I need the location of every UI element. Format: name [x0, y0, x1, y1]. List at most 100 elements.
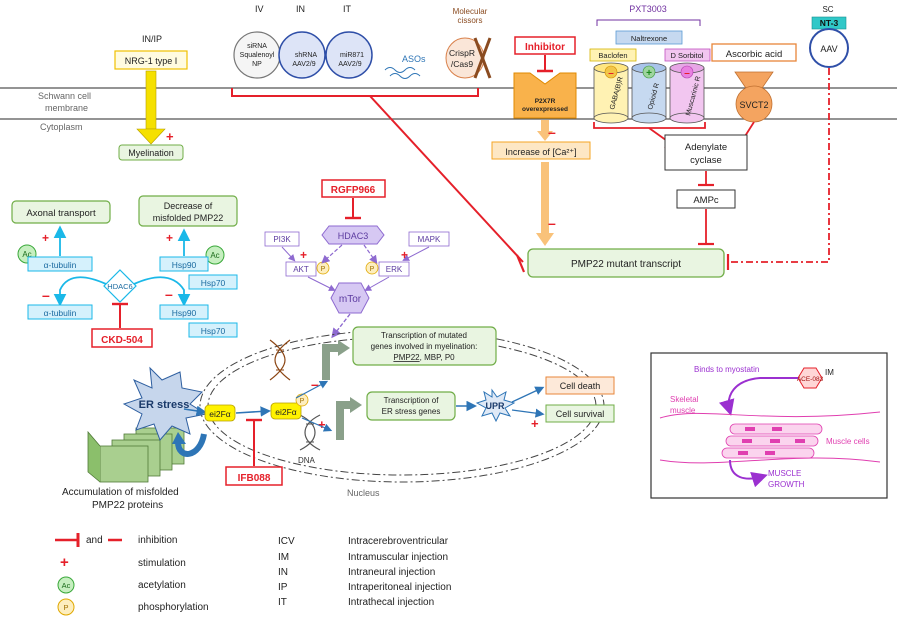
- ampc-box: [676, 189, 736, 209]
- hsp70-bottom-box: [188, 322, 238, 338]
- abbr-0-code: ICV: [278, 536, 295, 547]
- abbr-1-full: Intramuscular injection: [348, 552, 448, 563]
- hsp70-top-box: [188, 274, 238, 290]
- abbr-4-code: IT: [278, 597, 287, 608]
- in-circle: [278, 31, 326, 79]
- muscarinic-minus: –: [684, 68, 690, 79]
- membrane-label-mid: membrane: [45, 103, 88, 113]
- svct2-label: SVCT2: [739, 100, 768, 110]
- mtor-label: mTor: [339, 294, 362, 305]
- hsp90-acetyl-label: Ac: [210, 251, 219, 260]
- delivery-inhibit-bar: [515, 254, 526, 273]
- mapk-box: [408, 231, 450, 247]
- calcium-label: Increase of [Ca²⁺]: [505, 147, 576, 157]
- mtor-hexagon: [330, 282, 370, 314]
- hsp90-bottom-label: Hsp90: [172, 308, 197, 318]
- nrg-box: [114, 50, 188, 70]
- opioid-plus: +: [646, 68, 652, 79]
- hdac3-box: [321, 225, 385, 245]
- crispr-l1: CrispR: [449, 48, 475, 58]
- akt-box: [285, 261, 317, 277]
- hdac3-group: RGFP966 HDAC3 PI3K MAPK AKT ERK P P + + …: [264, 179, 450, 339]
- legend-acetyl-ac: Ac: [62, 581, 71, 590]
- transcription-top-minus: –: [311, 376, 319, 392]
- it-l1: miR871: [340, 52, 364, 59]
- accum-l2: PMP22 proteins: [92, 500, 163, 511]
- aav-route: SC: [822, 5, 833, 14]
- delivery-group: IV siRNA Squalenoyl NP IN shRNA AAV2/9 I…: [231, 4, 492, 97]
- axonal-box: [11, 200, 111, 224]
- abbr-2-code: IN: [278, 567, 288, 578]
- nrg-label: NRG-1 type I: [125, 56, 178, 66]
- pi3k-label: PI3K: [273, 235, 291, 244]
- aav-label: AAV: [820, 44, 837, 54]
- growth-l2: GROWTH: [768, 480, 805, 489]
- tubulin-bottom-box: [27, 304, 93, 320]
- scissors-l1: Molecular: [453, 7, 488, 16]
- misfolded-l2: misfolded PMP22: [153, 213, 224, 223]
- naltrexone-label: Naltrexone: [631, 34, 667, 43]
- hdac6-label: HDAC6: [107, 282, 132, 291]
- legend-and: and: [86, 535, 103, 546]
- nrg-plus: +: [166, 129, 174, 144]
- p2x7r-l1: P2X7R: [535, 98, 556, 105]
- akt-phospho-p: P: [321, 266, 326, 273]
- pmp22-transcript-label: PMP22 mutant transcript: [571, 259, 681, 270]
- myelination-label: Myelination: [128, 148, 174, 158]
- adenylate-group: Adenylate cyclase AMPc: [664, 134, 748, 246]
- abbr-2-full: Intraneural injection: [348, 567, 435, 578]
- hsp90-top-box: [159, 256, 209, 272]
- abbr-3-full: Intraperitoneal injection: [348, 582, 451, 593]
- hsp-minus: –: [165, 286, 173, 302]
- baclofen-box: [589, 48, 637, 62]
- rgfp-label: RGFP966: [331, 185, 376, 196]
- accum-l1: Accumulation of misfolded: [62, 487, 179, 498]
- akt-label: AKT: [293, 265, 309, 274]
- delivery-inhibit-line: [369, 95, 524, 263]
- naltrexone-box: [615, 30, 683, 45]
- aav-inhibit-line: [728, 68, 830, 263]
- in-l2: AAV2/9: [292, 61, 315, 68]
- baclofen-label: Baclofen: [598, 51, 627, 60]
- aso-strand-icon: [384, 67, 416, 73]
- ace-label: ACE-083: [797, 376, 824, 383]
- sorbitol-box: [664, 48, 711, 62]
- transcription-myelin-l3: PMP22, MBP, P0: [393, 353, 455, 362]
- tubulin-acetyl-label: Ac: [22, 250, 31, 259]
- hdac6-group: Axonal transport Decrease of misfolded P…: [11, 195, 238, 348]
- ei2fa-right-box: [270, 402, 302, 420]
- it-l2: AAV2/9: [338, 61, 361, 68]
- legend-phospho-badge: [57, 598, 75, 616]
- hsp90-top-label: Hsp90: [172, 260, 197, 270]
- pmp22-transcript-box: [527, 248, 725, 278]
- aav-group: SC NT-3 AAV: [726, 5, 849, 270]
- muscle-cells-label: Muscle cells: [826, 437, 870, 446]
- ace-binding-arrow: [718, 377, 798, 416]
- transcription-bottom-plus: +: [318, 417, 326, 432]
- transcription-myelin-l2: genes involved in myelination:: [371, 342, 478, 351]
- akt-plus: +: [300, 248, 307, 262]
- tubulin-bottom-label: α-tubulin: [44, 308, 77, 318]
- tubulin-top-box: [27, 256, 93, 272]
- growth-arrow: [729, 459, 768, 488]
- inhibitor-box: [514, 36, 576, 55]
- aso-strand-icon: [389, 73, 421, 79]
- p2x7r-minus: –: [548, 124, 556, 140]
- pxt3003-group: PXT3003 Naltrexone Baclofen D Sorbitol –…: [589, 4, 711, 149]
- dna-top-icon: [269, 339, 291, 381]
- scissors-icon: [473, 37, 492, 79]
- hdac3-label: HDAC3: [338, 231, 369, 241]
- dna-label: DNA: [298, 456, 316, 465]
- muscle-fiber-icon: [721, 423, 823, 459]
- cell-survival-box: [545, 404, 615, 423]
- pi3k-box: [264, 231, 300, 247]
- abbr-4-full: Intrathecal injection: [348, 597, 434, 608]
- adenylate-l1: Adenylate: [685, 142, 727, 153]
- muscle-binds-label: Binds to myostatin: [694, 365, 759, 374]
- ei2fa-right-label: ei2Fα: [275, 407, 297, 417]
- cell-death-box: [545, 376, 615, 395]
- axonal-plus: +: [42, 231, 49, 245]
- abbr-1-code: IM: [278, 552, 289, 563]
- nrg-route: IN/IP: [142, 34, 162, 44]
